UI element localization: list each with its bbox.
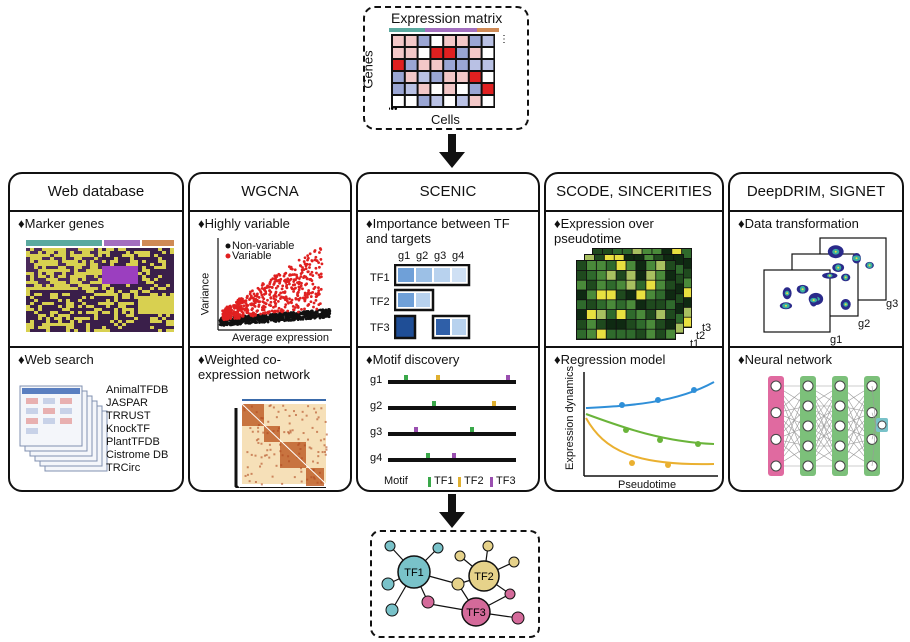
- database-item: JASPAR: [106, 397, 148, 409]
- down-arrow-icon: [439, 134, 465, 168]
- database-item: PlantTFDB: [106, 436, 160, 448]
- motif-tracks: [388, 375, 516, 462]
- expression-matrix-title: Expression matrix: [391, 10, 503, 26]
- gene-label: g1: [830, 334, 843, 346]
- y-axis-label: Expression dynamics: [563, 366, 576, 470]
- time-label: t2: [696, 330, 706, 342]
- motif-legend-item: TF3: [496, 475, 516, 487]
- section-label: ♦Expression over: [554, 216, 654, 231]
- x-axis-label: Average expression: [232, 332, 330, 344]
- network-node-tf2: TF2: [474, 571, 494, 583]
- variance-scatter-plot: [217, 238, 332, 331]
- gene-regulatory-network-box: TF1 TF2 TF3: [370, 530, 540, 638]
- panel-scode-sincerities: SCODE, SINCERITIES ♦Expression over pseu…: [544, 172, 724, 492]
- panel-deepdrim-signet: DeepDRIM, SIGNET ♦Data transformation g1…: [728, 172, 904, 492]
- panel-title: WGCNA: [190, 174, 350, 212]
- section-divider: [190, 346, 350, 348]
- marker-genes-heatmap: [26, 240, 174, 332]
- motif-legend-item: TF2: [464, 475, 484, 487]
- pseudotime-heatmap-stack: [576, 248, 692, 340]
- motif-gene-label: g3: [370, 426, 383, 438]
- down-arrow-icon: [439, 494, 465, 528]
- section-divider: [546, 346, 722, 348]
- section-label: ♦Marker genes: [18, 216, 105, 231]
- gene-label: g1: [398, 250, 411, 262]
- section-divider: [358, 346, 538, 348]
- database-item: KnockTF: [106, 423, 151, 435]
- section-label: pseudotime: [554, 231, 622, 246]
- time-label: t3: [702, 322, 712, 334]
- panel-wgcna: WGCNA ♦Highly variable Non-variable Vari…: [188, 172, 352, 492]
- gene-label: g3: [434, 250, 447, 262]
- network-node-tf1: TF1: [404, 567, 424, 579]
- section-label: ♦Highly variable: [198, 216, 290, 231]
- section-label: expression network: [198, 367, 310, 382]
- data-transformation-stack: [763, 237, 887, 333]
- neural-network-diagram: [768, 376, 888, 476]
- motif-gene-label: g2: [370, 400, 383, 412]
- motif-gene-label: g1: [370, 374, 383, 386]
- section-divider: [10, 346, 182, 348]
- database-item: TRCirc: [106, 462, 141, 474]
- tf-label: TF1: [370, 272, 390, 284]
- panel-title: SCODE, SINCERITIES: [546, 174, 722, 212]
- y-axis-label: Variance: [199, 272, 212, 316]
- panel-title: DeepDRIM, SIGNET: [730, 174, 902, 212]
- regression-curves: [583, 372, 718, 477]
- legend-variable: Variable: [232, 250, 272, 262]
- gene-label: g4: [452, 250, 465, 262]
- gene-label: g3: [886, 298, 899, 310]
- network-node-tf3: TF3: [466, 607, 486, 619]
- tf-label: TF2: [370, 296, 390, 308]
- database-item: Cistrome DB: [106, 449, 169, 461]
- coexpression-network-heatmap: [234, 399, 328, 488]
- section-label: ♦Importance between TF: [366, 216, 510, 231]
- database-list: AnimalTFDB JASPAR TRRUST KnockTF PlantTF…: [106, 384, 168, 475]
- legend-non-variable: Non-variable: [232, 240, 295, 252]
- section-label: ♦Neural network: [738, 352, 833, 367]
- time-label: t1: [690, 338, 700, 350]
- section-label: ♦Regression model: [554, 352, 666, 367]
- database-item: AnimalTFDB: [106, 384, 169, 396]
- web-screenshots-stack: [19, 385, 108, 472]
- panel-title: SCENIC: [358, 174, 538, 212]
- panel-scenic: SCENIC ♦Importance between TF and target…: [356, 172, 540, 492]
- motif-legend-item: TF1: [434, 475, 454, 487]
- motif-gene-label: g4: [370, 452, 383, 464]
- genes-label: Genes: [360, 50, 376, 89]
- section-label: ♦Motif discovery: [366, 352, 460, 367]
- panel-web-database: Web database ♦Marker genes ♦Web search A…: [8, 172, 184, 492]
- panel-title: Web database: [10, 174, 182, 212]
- motif-label: Motif: [384, 475, 408, 487]
- section-label: ♦Weighted co-: [198, 352, 281, 367]
- section-label: ♦Data transformation: [738, 216, 859, 231]
- expression-matrix-grid: ⋮ •••: [389, 28, 509, 112]
- tf-importance-blocks: [394, 264, 471, 340]
- x-axis-label: Pseudotime: [618, 479, 677, 491]
- gene-regulatory-network: TF1 TF2 TF3: [381, 540, 525, 627]
- cells-label: Cells: [431, 112, 460, 127]
- section-label: and targets: [366, 231, 432, 246]
- gene-label: g2: [858, 318, 871, 330]
- svg-text:⋮: ⋮: [499, 34, 509, 45]
- svg-text:•••: •••: [389, 104, 398, 112]
- motif-legend-swatches: [428, 477, 493, 487]
- section-divider: [730, 346, 902, 348]
- database-item: TRRUST: [106, 410, 151, 422]
- expression-matrix-box: Expression matrix Genes Cells ⋮ •••: [360, 6, 529, 130]
- gene-label: g2: [416, 250, 429, 262]
- tf-label: TF3: [370, 322, 390, 334]
- section-label: ♦Web search: [18, 352, 94, 367]
